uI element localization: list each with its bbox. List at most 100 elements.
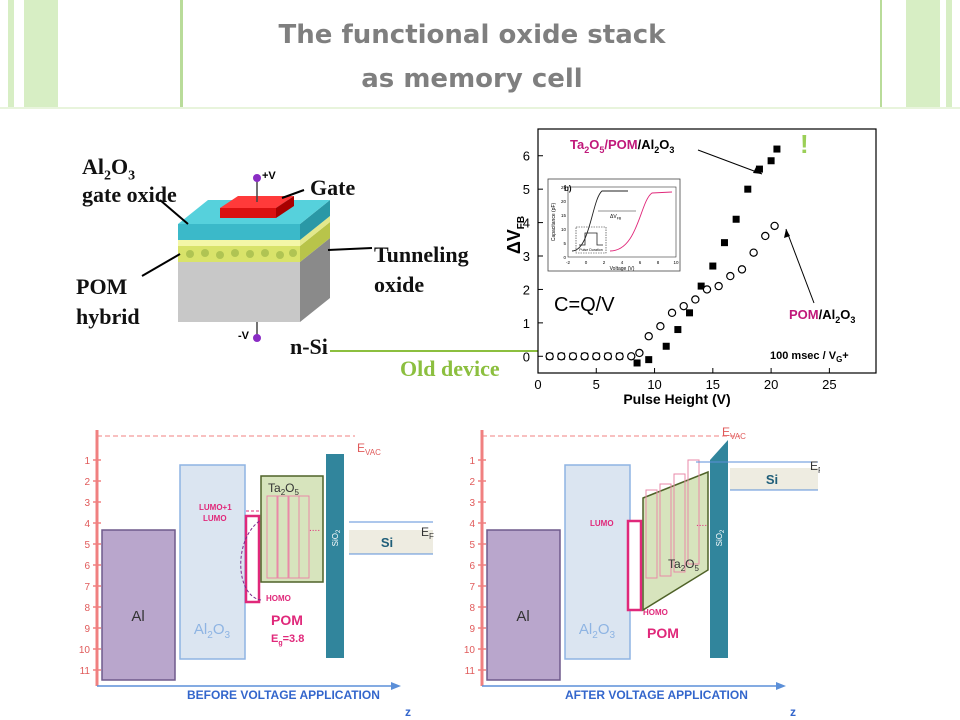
sio2-label: SiO2 <box>715 529 726 546</box>
band-diagram-after: zEVAC1234567891011AlAl2O3LUMOHOMOPOM....… <box>464 425 820 718</box>
right-deco-line <box>880 0 882 108</box>
energy-tick-label: 8 <box>469 603 475 614</box>
al2o3-layer-side <box>300 200 330 240</box>
inset-plot-frame <box>567 186 677 258</box>
tunneling-label: Tunneling <box>374 242 469 267</box>
inset-x-tick: 10 <box>673 260 679 265</box>
al2o3-label: Al2O3 <box>82 154 136 184</box>
data-point-series2 <box>679 301 688 311</box>
lumo-label: LUMO <box>590 519 614 528</box>
al-electrode <box>101 529 176 681</box>
ef-label: EF <box>810 459 820 475</box>
series2-pointer <box>785 228 815 304</box>
x-tick-label: 10 <box>647 377 661 392</box>
formula-label: C=Q/V <box>554 294 615 316</box>
series1-label: Ta2O5/POM/Al2O3 <box>570 137 674 155</box>
inset-x-tick: 2 <box>603 260 606 265</box>
data-point-series1 <box>773 145 781 153</box>
substrate-contact-dot <box>253 334 261 342</box>
y-tick-label: 4 <box>523 216 530 231</box>
series1-arrowhead <box>753 167 762 174</box>
data-point-series1 <box>767 157 775 165</box>
al2o3-barrier <box>564 464 631 660</box>
energy-tick-label: 11 <box>80 666 91 677</box>
data-point-series2 <box>702 285 712 294</box>
data-point-series2 <box>545 352 554 361</box>
inset-curve-initial <box>571 190 628 252</box>
pom-level-bar <box>298 495 310 579</box>
al-label: Al <box>516 608 529 625</box>
y-tick-label: 0 <box>523 349 530 364</box>
data-point-series2 <box>656 322 665 331</box>
gate-contact-dot <box>253 174 261 182</box>
energy-tick-label: 9 <box>469 624 475 635</box>
z-axis-label: z <box>790 705 796 718</box>
gate-label: Gate <box>310 175 356 200</box>
data-point-series2 <box>568 352 578 361</box>
inset-y-label: Capacitance (pF) <box>551 202 557 241</box>
y-tick-label: 3 <box>523 249 530 264</box>
energy-tick-label: 5 <box>469 540 475 551</box>
al-electrode <box>486 529 561 681</box>
old-device-line <box>330 350 640 352</box>
tunneling-oxide-label: oxide <box>374 272 425 297</box>
energy-tick-label: 7 <box>469 582 475 593</box>
energy-tick-label: 11 <box>465 666 476 677</box>
inset-y-tick: 20 <box>561 199 567 204</box>
nsi-label: n-Si <box>290 334 328 359</box>
pom-label: POM <box>647 625 679 641</box>
sio2-barrier <box>710 440 728 658</box>
energy-tick-label: 1 <box>84 456 90 467</box>
y-tick-label: 6 <box>523 149 530 164</box>
series2-label: POM/Al2O3 <box>789 307 855 325</box>
y-tick-label: 2 <box>523 282 530 297</box>
slide-title-line-2: as memory cell <box>361 64 583 94</box>
inset-delta-label: ΔVFB <box>610 214 622 221</box>
energy-tick-label: 5 <box>84 540 90 551</box>
tunneling-pointer-line <box>327 247 373 251</box>
inset-y-tick: 0 <box>563 255 566 260</box>
series2-arrowhead <box>784 229 790 238</box>
inset-y-tick: 10 <box>561 227 567 232</box>
energy-tick-label: 2 <box>469 477 475 488</box>
homo-label: HOMO <box>643 608 668 617</box>
pom-box <box>244 514 261 604</box>
data-point-series2 <box>737 265 747 274</box>
right-deco-stripe <box>946 0 952 108</box>
y-tick-label: 1 <box>523 316 530 331</box>
sio2-label: SiO2 <box>331 529 342 546</box>
al2o3-label: Al2O3 <box>194 621 231 641</box>
gate-oxide-label: gate oxide <box>82 182 177 207</box>
pom-level-bar <box>659 483 672 577</box>
data-point-series2 <box>580 352 589 361</box>
data-point-series2 <box>592 352 601 361</box>
y-axis-label: ΔVFB <box>504 216 527 254</box>
exclamation-mark: ! <box>800 129 809 159</box>
x-tick-label: 0 <box>534 377 541 392</box>
ta2o5-label: Ta2O5 <box>268 481 299 497</box>
energy-tick-label: 2 <box>84 477 90 488</box>
pom-level-bar <box>673 473 686 573</box>
data-point-series2 <box>770 221 779 231</box>
left-deco-block <box>24 0 58 108</box>
z-axis-arrowhead <box>776 682 786 690</box>
data-point-series1 <box>744 185 752 193</box>
series1-pointer <box>697 149 763 175</box>
homo-label: HOMO <box>266 594 291 603</box>
evac-label: EVAC <box>722 425 746 441</box>
energy-tick-label: 3 <box>84 498 90 509</box>
si-label: Si <box>766 472 778 487</box>
device-schematic <box>141 174 373 342</box>
pom-level-bar <box>266 495 278 579</box>
energy-tick-label: 6 <box>469 561 475 572</box>
data-point-series2 <box>644 332 653 341</box>
plus-v-label: +V <box>262 170 276 182</box>
al-label: Al <box>131 608 144 625</box>
caption: AFTER VOLTAGE APPLICATION <box>565 688 748 702</box>
band-diagram-before: zEVAC1234567891011AlAl2O3LUMO+1LUMOHOMOP… <box>79 430 434 718</box>
z-axis-arrowhead <box>391 682 401 690</box>
data-point-series1 <box>662 342 670 350</box>
data-point-series1 <box>645 356 653 364</box>
minus-v-label: -V <box>238 330 249 342</box>
